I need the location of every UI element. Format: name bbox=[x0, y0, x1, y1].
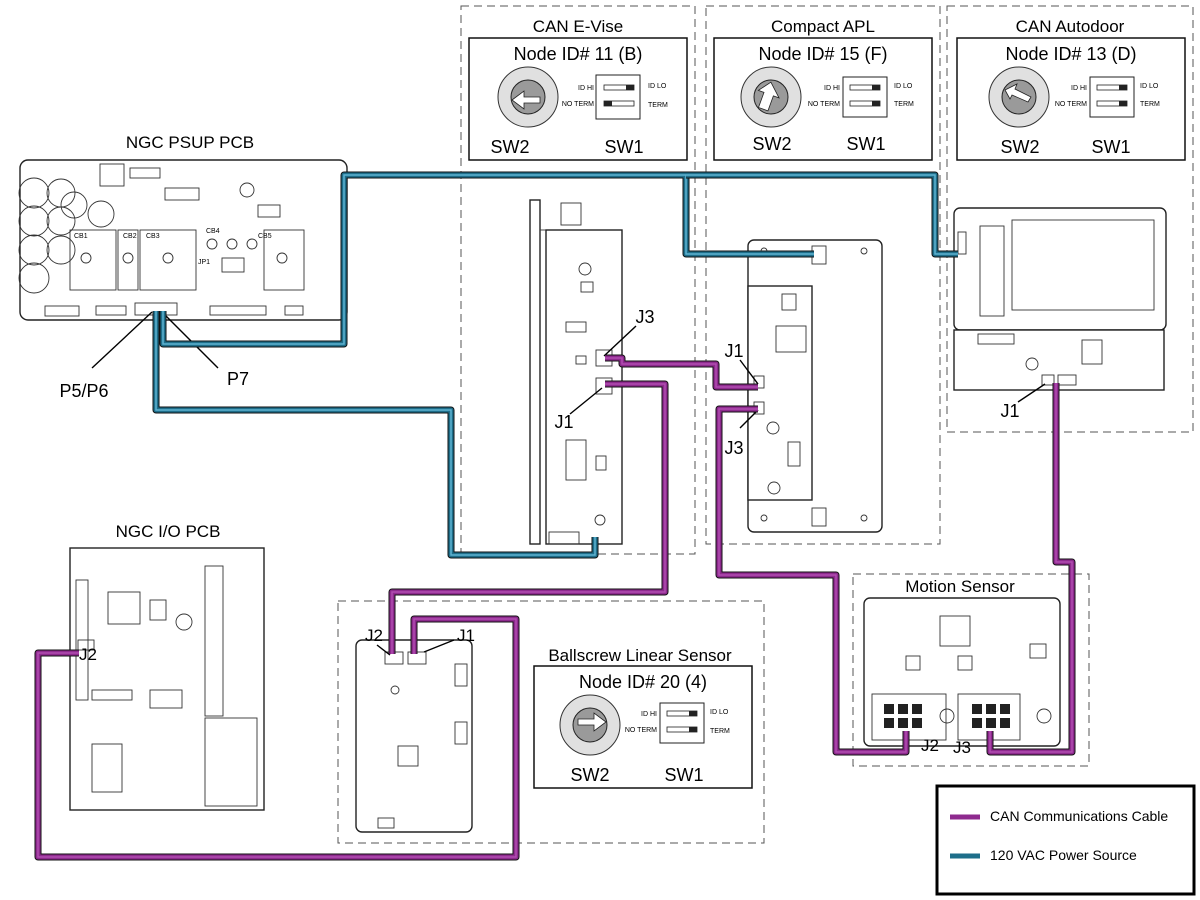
p7-pointer bbox=[161, 311, 219, 369]
dip-switch bbox=[1089, 76, 1135, 118]
dial-arrow-icon bbox=[511, 90, 541, 110]
id-lo-label: ID LO bbox=[1140, 83, 1159, 90]
cb4-label: CB4 bbox=[206, 228, 220, 235]
legend-can-label: CAN Communications Cable bbox=[990, 808, 1168, 824]
id-lo-label: ID LO bbox=[710, 709, 729, 716]
motion-sensor-pcb bbox=[863, 597, 1061, 747]
id-hi-label: ID HI bbox=[1071, 85, 1087, 92]
ballscrew-sw1-label: SW1 bbox=[664, 765, 703, 785]
term-label: TERM bbox=[648, 102, 668, 109]
id-lo-label: ID LO bbox=[894, 83, 913, 90]
autodoor-switch-panel: Node ID# 13 (D) SW2 ID HI NO TERM ID LO … bbox=[956, 37, 1186, 161]
term-label: TERM bbox=[1140, 101, 1160, 108]
apl-module bbox=[747, 239, 883, 533]
evise-node-id: Node ID# 11 (B) bbox=[514, 44, 643, 64]
ballscrew-switch-panel: Node ID# 20 (4) SW2 ID HI NO TERM ID LO … bbox=[533, 665, 753, 789]
jp1-label: JP1 bbox=[198, 259, 210, 266]
ballscrew-j1-label: J1 bbox=[457, 626, 475, 645]
apl-sw2-label: SW2 bbox=[752, 134, 791, 154]
power-cables bbox=[152, 171, 958, 559]
legend: CAN Communications Cable 120 VAC Power S… bbox=[935, 784, 1196, 896]
no-term-label: NO TERM bbox=[625, 727, 657, 734]
can-cables bbox=[34, 354, 1076, 861]
term-label: TERM bbox=[710, 728, 730, 735]
ballscrew-j1-pointer bbox=[423, 639, 455, 653]
cb3-label: CB3 bbox=[146, 233, 160, 240]
ballscrew-node-id: Node ID# 20 (4) bbox=[579, 672, 707, 692]
apl-title: Compact APL bbox=[771, 17, 875, 36]
evise-title: CAN E-Vise bbox=[533, 17, 623, 36]
autodoor-node-id: Node ID# 13 (D) bbox=[1005, 44, 1136, 64]
motion-title: Motion Sensor bbox=[905, 577, 1015, 596]
ballscrew-j2-label: J2 bbox=[365, 626, 383, 645]
can-cable-ballscrew-to-evise bbox=[389, 381, 668, 654]
motion-enclosure bbox=[852, 573, 1090, 767]
no-term-label: NO TERM bbox=[562, 101, 594, 108]
apl-j3-pointer bbox=[739, 409, 759, 429]
autodoor-enclosure bbox=[946, 5, 1194, 433]
io-j2-label: J2 bbox=[79, 645, 97, 664]
power-cable-evise bbox=[153, 311, 598, 558]
id-hi-label: ID HI bbox=[824, 85, 840, 92]
motion-j3-label: J3 bbox=[953, 738, 971, 757]
psup-pcb: CB1 CB2 CB3 CB4 CB5 JP1 bbox=[18, 159, 348, 321]
apl-enclosure bbox=[705, 5, 941, 545]
dip-switch bbox=[659, 702, 705, 744]
io-pcb bbox=[69, 547, 265, 811]
cb1-label: CB1 bbox=[74, 233, 88, 240]
apl-j3-label: J3 bbox=[724, 438, 743, 458]
p5p6-pointer bbox=[91, 311, 153, 369]
apl-node-id: Node ID# 15 (F) bbox=[758, 44, 887, 64]
apl-j1-pointer bbox=[739, 359, 759, 385]
evise-j1-label: J1 bbox=[554, 412, 573, 432]
dial-arrow-icon bbox=[757, 81, 780, 112]
ballscrew-j2-pointer bbox=[376, 644, 391, 656]
cb2-label: CB2 bbox=[123, 233, 137, 240]
psup-title: NGC PSUP PCB bbox=[126, 133, 254, 152]
p5p6-label: P5/P6 bbox=[59, 381, 108, 401]
dip-switch bbox=[842, 76, 888, 118]
evise-module bbox=[529, 199, 623, 545]
ballscrew-enclosure bbox=[337, 600, 765, 844]
term-label: TERM bbox=[894, 101, 914, 108]
apl-j1-label: J1 bbox=[724, 341, 743, 361]
cb5-label: CB5 bbox=[258, 233, 272, 240]
autodoor-title: CAN Autodoor bbox=[1016, 17, 1125, 36]
legend-power-label: 120 VAC Power Source bbox=[990, 847, 1137, 863]
id-lo-label: ID LO bbox=[648, 83, 667, 90]
autodoor-module bbox=[953, 207, 1167, 391]
autodoor-j1-pointer bbox=[1017, 383, 1046, 403]
evise-j1-pointer bbox=[569, 387, 603, 415]
autodoor-sw1-label: SW1 bbox=[1091, 137, 1130, 157]
autodoor-j1-label: J1 bbox=[1000, 401, 1019, 421]
no-term-label: NO TERM bbox=[808, 101, 840, 108]
ballscrew-title: Ballscrew Linear Sensor bbox=[548, 646, 732, 665]
autodoor-sw2-label: SW2 bbox=[1000, 137, 1039, 157]
motion-j2-label: J2 bbox=[921, 736, 939, 755]
dip-switch bbox=[595, 74, 641, 120]
evise-sw2-label: SW2 bbox=[490, 137, 529, 157]
evise-sw1-label: SW1 bbox=[604, 137, 643, 157]
apl-sw1-label: SW1 bbox=[846, 134, 885, 154]
p7-label: P7 bbox=[227, 369, 249, 389]
ballscrew-pcb bbox=[355, 639, 473, 833]
io-title: NGC I/O PCB bbox=[116, 522, 221, 541]
id-hi-label: ID HI bbox=[641, 711, 657, 718]
no-term-label: NO TERM bbox=[1055, 101, 1087, 108]
dial-arrow-icon bbox=[1004, 83, 1032, 103]
dial-arrow-icon bbox=[577, 712, 607, 732]
apl-switch-panel: Node ID# 15 (F) SW2 ID HI NO TERM ID LO … bbox=[713, 37, 933, 161]
evise-j3-label: J3 bbox=[635, 307, 654, 327]
evise-switch-panel: Node ID# 11 (B) SW2 ID HI NO TERM ID LO … bbox=[468, 37, 688, 161]
evise-j3-pointer bbox=[603, 325, 637, 357]
id-hi-label: ID HI bbox=[578, 85, 594, 92]
ballscrew-sw2-label: SW2 bbox=[570, 765, 609, 785]
